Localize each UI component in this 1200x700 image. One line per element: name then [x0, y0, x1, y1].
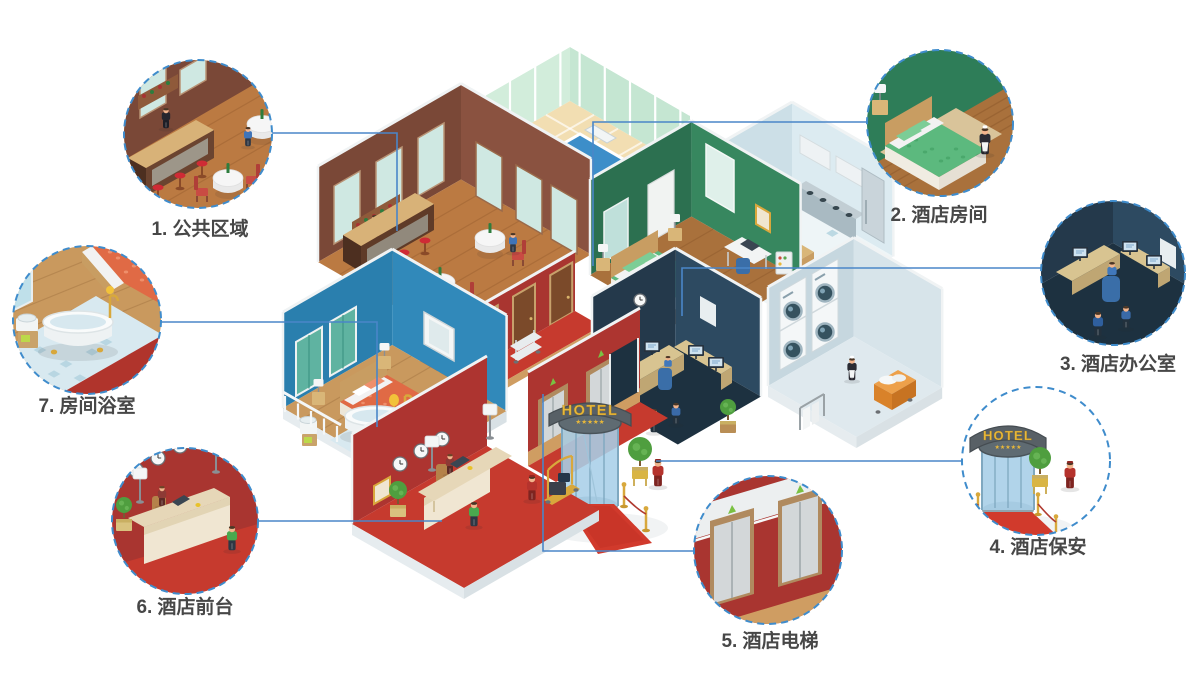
- hotel-sign-text: HOTEL: [562, 403, 619, 419]
- monitor-icon: [1072, 247, 1088, 261]
- topiary-plant: [720, 399, 736, 433]
- chair: [512, 240, 526, 266]
- hotel-sign-text: HOTEL: [983, 428, 1033, 443]
- callout-connectors: [160, 121, 1042, 552]
- chair: [194, 176, 208, 202]
- callout-labels: 1. 公共区域 2. 酒店房间 3. 酒店办公室 4. 酒店保安 5. 酒店电梯…: [38, 203, 1176, 652]
- callout-label-front-desk: 6. 酒店前台: [136, 595, 233, 618]
- bathtub: [38, 286, 120, 361]
- seated-staff: [1107, 262, 1117, 276]
- staff: [1118, 306, 1134, 332]
- callout-hotel-front-desk: [112, 448, 258, 594]
- topiary-plant: [1029, 447, 1051, 487]
- laundry-basket: [874, 370, 916, 414]
- callout-ring-hotel-security: [961, 386, 1111, 536]
- hotel-sign-stars: ★★★★★: [995, 444, 1022, 451]
- hotel-sign-stars: ★★★★★: [575, 419, 604, 426]
- connector-room-bathroom: [160, 321, 378, 427]
- callout-label-hotel-office: 3. 酒店办公室: [1060, 352, 1176, 375]
- topiary-plant: [628, 437, 652, 479]
- hotel-building: HOTEL★★★★★: [281, 43, 944, 599]
- floor-lamp: [132, 467, 148, 504]
- seated-staff: [664, 356, 672, 367]
- maid: [975, 125, 995, 159]
- monitor-icon: [688, 345, 704, 359]
- callout-ring-hotel-front-desk: [111, 447, 259, 595]
- callout-label-public-area: 1. 公共区域: [151, 217, 248, 240]
- connector-hotel-elevator: [542, 394, 695, 552]
- floor-lamp: [482, 403, 498, 440]
- guest: [506, 233, 520, 256]
- callout-label-hotel-room: 2. 酒店房间: [890, 203, 987, 226]
- clothes-rack: [799, 393, 825, 430]
- callout-ring-hotel-office: [1040, 200, 1186, 346]
- callout-hotel-elevator: [694, 476, 842, 624]
- wall-clock-icon: [172, 448, 188, 454]
- callout-label-room-bathroom: 7. 房间浴室: [38, 394, 135, 417]
- callout-ring-room-bathroom: [12, 245, 162, 395]
- room-desk: [724, 237, 772, 274]
- monitor-icon: [708, 357, 724, 371]
- bar-stool: [196, 160, 208, 179]
- callout-hotel-room: [867, 50, 1013, 196]
- guest: [241, 127, 255, 150]
- callout-ring-public-area: [123, 59, 273, 209]
- round-table: [246, 109, 272, 145]
- wall-clock-icon: [413, 443, 429, 459]
- monitor-icon: [1146, 255, 1162, 269]
- round-table: [474, 223, 506, 259]
- wall-clock-icon: [392, 456, 408, 472]
- luggage-cart: [544, 454, 580, 505]
- bar-stool: [419, 237, 431, 256]
- callout-circles: HOTEL★★★★★: [12, 49, 1186, 625]
- guest: [223, 526, 241, 554]
- connector-hotel-room: [592, 121, 868, 266]
- bartender: [158, 108, 174, 132]
- callout-ring-hotel-room: [866, 49, 1014, 197]
- laundry-room: [766, 236, 944, 448]
- monitor-icon: [1122, 241, 1138, 255]
- front-desk: [418, 447, 512, 530]
- callout-label-hotel-elevator: 5. 酒店电梯: [721, 629, 818, 652]
- floor-lamp: [424, 435, 440, 472]
- doorman: [1060, 460, 1080, 493]
- staff: [1089, 312, 1107, 340]
- doorman: [648, 458, 668, 491]
- wall-clock-icon: [633, 293, 647, 307]
- reception: [350, 354, 599, 599]
- hotel-sign: HOTEL★★★★★: [548, 402, 632, 428]
- bellhop: [523, 475, 541, 504]
- service-cart: [510, 330, 542, 364]
- callout-ring-hotel-elevator: [693, 475, 843, 625]
- callout-hotel-security: HOTEL★★★★★: [962, 387, 1110, 535]
- guest: [465, 502, 483, 530]
- monitor-icon: [644, 341, 660, 355]
- round-table: [212, 163, 244, 199]
- topiary-plant: [962, 499, 975, 535]
- topiary-plant: [116, 497, 132, 531]
- connector-public-area: [271, 132, 398, 231]
- bar-stool: [174, 172, 186, 191]
- maid: [844, 355, 860, 384]
- staff: [668, 403, 684, 428]
- connector-hotel-office: [681, 267, 1042, 316]
- callout-label-hotel-security: 4. 酒店保安: [989, 535, 1086, 558]
- topiary-plant: [389, 481, 407, 517]
- callout-room-bathroom: [13, 246, 161, 394]
